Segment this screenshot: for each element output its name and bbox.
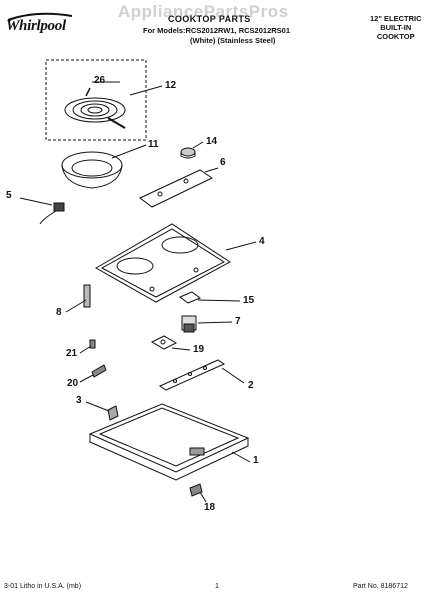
part-number: Part No. 8186712 (353, 583, 408, 590)
part-switch-bracket (150, 335, 191, 351)
finish-line: (White) (Stainless Steel) (190, 36, 276, 45)
callout-19: 19 (193, 344, 205, 355)
part-small-screw (79, 339, 96, 354)
callout-26: 26 (94, 75, 106, 86)
callout-4: 4 (259, 236, 265, 247)
callout-2: 2 (248, 380, 254, 391)
part-mounting-bracket (158, 359, 245, 391)
callout-1: 1 (253, 455, 259, 466)
brand-swoosh-icon (7, 12, 73, 21)
part-pin (65, 284, 91, 313)
part-surface-element (45, 59, 163, 141)
callout-15: 15 (243, 295, 255, 306)
part-clamp (85, 401, 119, 421)
callout-18: 18 (204, 502, 216, 513)
brand-logo: Whirlpool (6, 18, 66, 34)
part-infinite-switch (179, 291, 241, 333)
product-line: BUILT-IN (380, 23, 412, 32)
part-cooktop-top (94, 223, 257, 303)
callout-14: 14 (206, 136, 218, 147)
callout-7: 7 (235, 316, 241, 327)
callout-12: 12 (165, 80, 177, 91)
callout-21: 21 (66, 348, 78, 359)
callout-6: 6 (220, 157, 226, 168)
callout-5: 5 (6, 190, 12, 201)
part-control-bracket (139, 167, 219, 208)
callout-8: 8 (56, 307, 62, 318)
part-bracket-small (189, 483, 207, 503)
callout-3: 3 (76, 395, 82, 406)
page-number: 1 (215, 583, 219, 590)
product-line: 12" ELECTRIC (370, 14, 422, 23)
callout-11: 11 (148, 139, 159, 150)
footer-litho: 3-01 Litho in U.S.A. (mb) (4, 583, 82, 590)
callout-20: 20 (67, 378, 79, 389)
part-drip-bowl (61, 144, 147, 189)
page-title: COOKTOP PARTS (168, 14, 251, 24)
part-knob (180, 141, 204, 159)
part-wire-harness (19, 197, 65, 225)
product-description: 12" ELECTRIC BUILT-IN COOKTOP (370, 14, 421, 41)
models-line: For Models:RCS2012RW1, RCS2012RS01 (143, 26, 290, 35)
part-clip (79, 364, 107, 383)
product-line: COOKTOP (376, 32, 415, 41)
watermark: AppliancePartsPros (118, 2, 289, 21)
part-base-box (88, 403, 251, 481)
